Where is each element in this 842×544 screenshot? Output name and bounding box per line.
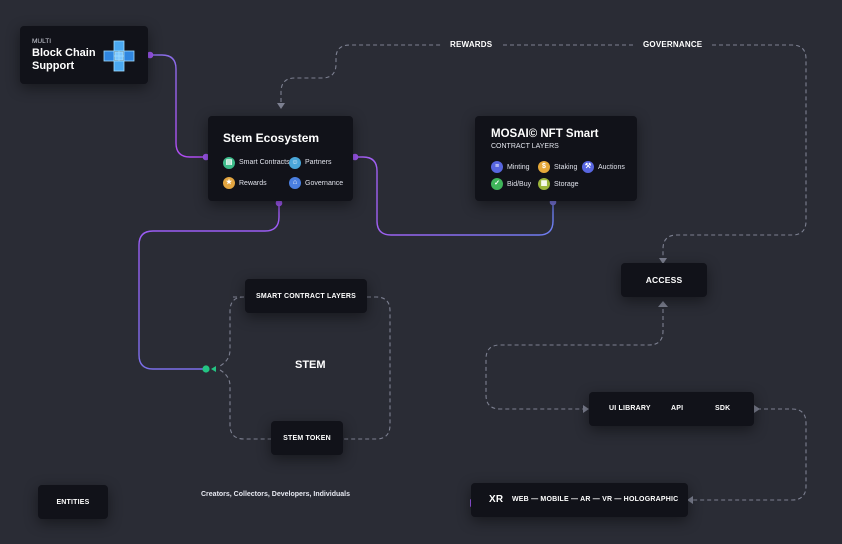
mosai-card[interactable]: MOSAI© NFT Smart CONTRACT LAYERS ≡ Minti…: [475, 116, 637, 201]
rewards-icon: ★: [223, 177, 235, 189]
arrow-into-xr: [687, 496, 693, 504]
entities-node[interactable]: ENTITIES: [38, 485, 108, 519]
stem-ecosystem-card[interactable]: Stem Ecosystem ▤ Smart Contracts ☺ Partn…: [208, 116, 353, 201]
access-label: ACCESS: [645, 275, 683, 285]
rewards-governance-path: [280, 44, 807, 258]
entities-label: ENTITIES: [56, 498, 90, 506]
stem-entry-node: [202, 365, 210, 373]
feature-bid-buy: Bid/Buy: [507, 181, 532, 188]
arrow-into-stem-ecosystem: [277, 103, 285, 109]
blockchain-cubes-icon: [103, 40, 135, 72]
multichain-to-ecosystem-line: [150, 54, 207, 158]
multichain-kicker: MULTI: [32, 38, 52, 45]
stem-label: STEM: [295, 359, 326, 371]
ecosystem-to-mosai-line: [354, 156, 554, 236]
multichain-title-line1: Block Chain: [32, 47, 96, 59]
arrow-into-access: [659, 258, 667, 264]
rewards-label: REWARDS: [450, 40, 493, 49]
smart-contract-icon: ▤: [223, 157, 235, 169]
xr-bar[interactable]: XR WEB — MOBILE — AR — VR — HOLOGRAPHIC: [471, 483, 688, 517]
stem-token-node[interactable]: STEM TOKEN: [271, 421, 343, 455]
smart-contract-layers-label: SMART CONTRACT LAYERS: [256, 292, 356, 300]
stem-token-label: STEM TOKEN: [283, 434, 331, 442]
governance-icon: ⌂: [289, 177, 301, 189]
feature-smart-contracts: Smart Contracts: [239, 159, 290, 166]
multichain-card[interactable]: MULTI Block Chain Support: [20, 26, 148, 84]
api-label: API: [671, 405, 684, 412]
bid-buy-icon: ✓: [491, 178, 503, 190]
ui-library-bar[interactable]: UI LIBRARY API SDK: [589, 392, 754, 426]
auctions-icon: ⚒: [582, 161, 594, 173]
xr-label: XR: [489, 494, 504, 505]
sdk-label: SDK: [715, 405, 731, 412]
mosai-title: MOSAI© NFT Smart: [491, 128, 599, 140]
ui-library-label: UI LIBRARY: [609, 405, 651, 412]
arrow-into-ui-bar: [583, 405, 589, 413]
mosai-subtitle: CONTRACT LAYERS: [491, 143, 559, 150]
staking-icon: $: [538, 161, 550, 173]
ecosystem-to-stem-line: [138, 202, 280, 370]
stem-boundary-path: [219, 296, 245, 367]
entities-link-label: Creators, Collectors, Developers, Indivi…: [201, 491, 350, 498]
multichain-title-line2: Support: [32, 60, 75, 72]
smart-contract-layers-node[interactable]: SMART CONTRACT LAYERS: [245, 279, 367, 313]
access-ui-path: [485, 302, 664, 410]
feature-rewards: Rewards: [239, 180, 267, 187]
feature-auctions: Auctions: [598, 164, 625, 171]
xr-platforms-label: WEB — MOBILE — AR — VR — HOLOGRAPHIC: [512, 496, 679, 503]
feature-storage: Storage: [554, 181, 579, 188]
feature-minting: Minting: [507, 164, 530, 171]
stem-ecosystem-title: Stem Ecosystem: [223, 131, 320, 145]
storage-icon: ▦: [538, 178, 550, 190]
governance-label: GOVERNANCE: [643, 40, 703, 49]
feature-governance: Governance: [305, 180, 344, 187]
feature-partners: Partners: [305, 159, 332, 166]
partners-icon: ☺: [289, 157, 301, 169]
minting-icon: ≡: [491, 161, 503, 173]
access-node[interactable]: ACCESS: [621, 263, 707, 297]
feature-staking: Staking: [554, 164, 578, 171]
